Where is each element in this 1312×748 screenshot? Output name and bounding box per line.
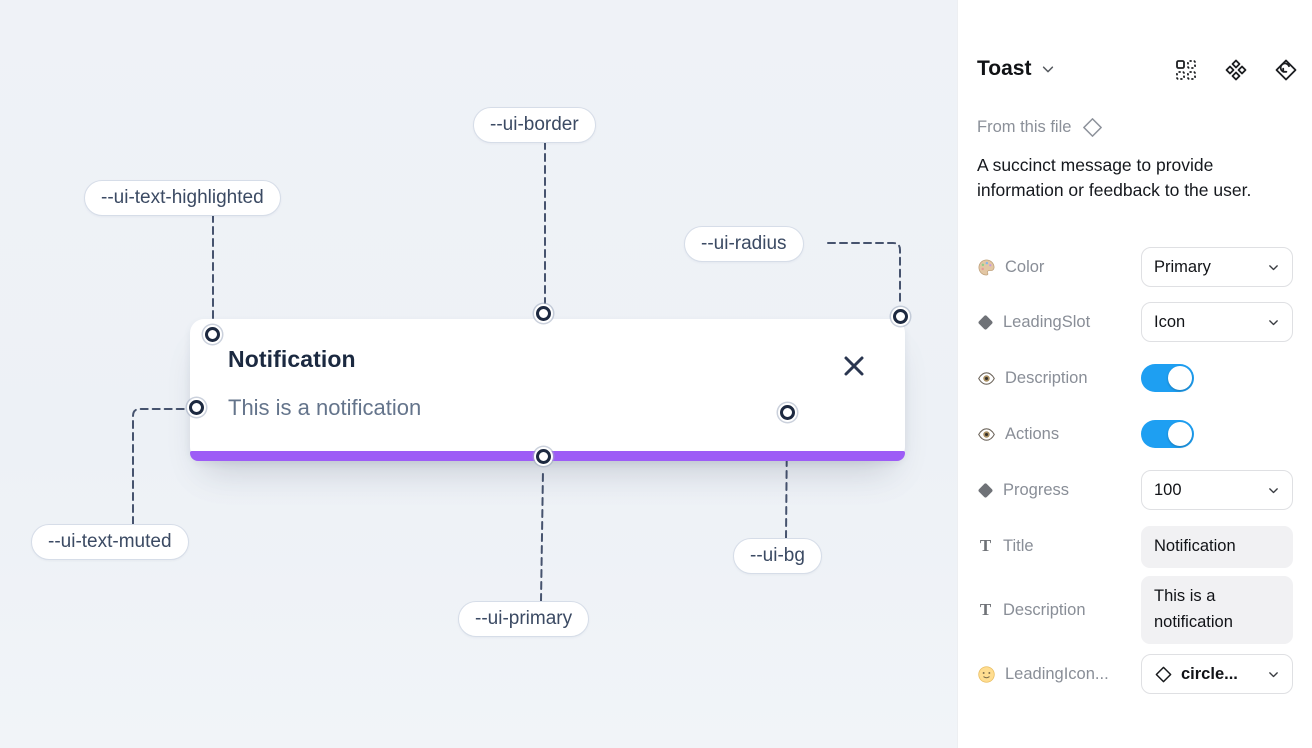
prop-label-progress: Progress — [1003, 480, 1070, 499]
toggle-knob — [1168, 422, 1192, 446]
source-row: From this file — [977, 116, 1104, 139]
prop-label-title: Title — [1003, 536, 1034, 555]
chevron-down-icon — [1043, 66, 1054, 73]
prop-row-leadingicon: LeadingIcon... circle... — [977, 654, 1297, 694]
description-input[interactable]: This is a notification — [1141, 576, 1293, 644]
chevron-down-icon — [1269, 487, 1278, 493]
annotation-ui-text-muted: --ui-text-muted — [31, 524, 189, 560]
description-toggle[interactable] — [1141, 364, 1194, 392]
leadingicon-dropdown[interactable]: circle... — [1141, 654, 1293, 694]
annotation-ui-radius: --ui-radius — [684, 226, 804, 262]
diamond-outline-icon — [1155, 666, 1172, 682]
connector-ui-radius — [827, 242, 901, 306]
port-border — [536, 306, 551, 321]
port-radius — [893, 309, 908, 324]
prop-label-actions: Actions — [1005, 424, 1060, 443]
diamond-icon — [977, 314, 994, 330]
component-description: A succinct message to provide informatio… — [977, 155, 1252, 201]
prop-label-leadingslot: LeadingSlot — [1003, 312, 1091, 331]
toast-title: Notification — [228, 346, 356, 372]
progress-value: 100 — [1154, 480, 1182, 499]
port-primary — [536, 449, 551, 464]
port-text-highlighted — [205, 327, 220, 342]
prop-label-leadingicon: LeadingIcon... — [1005, 664, 1109, 683]
close-icon[interactable] — [841, 353, 867, 379]
source-label: From this file — [977, 118, 1072, 136]
prop-row-description-toggle: Description — [977, 358, 1297, 398]
annotation-ui-text-highlighted: --ui-text-highlighted — [84, 180, 281, 216]
prop-row-actions-toggle: Actions — [977, 414, 1297, 454]
smiley-icon — [978, 665, 995, 683]
leadingslot-dropdown[interactable]: Icon — [1141, 302, 1293, 342]
chevron-down-icon — [1269, 264, 1278, 270]
text-icon: T — [979, 536, 992, 555]
eye-icon — [978, 371, 995, 385]
annotation-ui-primary: --ui-primary — [458, 601, 590, 637]
toggle-knob — [1168, 366, 1192, 390]
components-grid-icon[interactable] — [1174, 58, 1198, 82]
connector-ui-primary — [540, 469, 544, 602]
prop-label-color: Color — [1005, 257, 1045, 276]
chevron-down-icon — [1269, 671, 1278, 677]
toast-preview[interactable]: Notification This is a notification — [190, 319, 905, 461]
text-icon: T — [979, 600, 992, 619]
swap-instance-icon[interactable] — [1274, 58, 1298, 82]
prop-row-leadingslot: LeadingSlot Icon — [977, 302, 1297, 342]
palette-icon — [978, 259, 995, 275]
color-dropdown[interactable]: Primary — [1141, 247, 1293, 287]
eye-icon — [978, 427, 995, 441]
color-value: Primary — [1154, 257, 1211, 276]
toast-description: This is a notification — [228, 395, 422, 420]
diamond-icon — [977, 482, 994, 498]
port-bg — [780, 405, 795, 420]
properties-panel: Toast — [957, 0, 1312, 748]
component-selector[interactable]: Toast — [977, 57, 1055, 81]
variants-icon[interactable] — [1224, 58, 1248, 82]
leadingslot-value: Icon — [1154, 312, 1186, 331]
diamond-outline-icon — [1083, 118, 1103, 137]
connector-ui-text-muted — [132, 408, 186, 525]
annotation-ui-bg: --ui-bg — [733, 538, 822, 574]
port-text-muted — [189, 400, 204, 415]
canvas[interactable]: Notification This is a notification --ui… — [0, 0, 957, 748]
annotation-ui-border: --ui-border — [473, 107, 596, 143]
prop-label-description: Description — [1005, 368, 1088, 387]
leadingicon-value: circle... — [1181, 664, 1238, 683]
prop-row-title: T Title Notification — [977, 526, 1297, 568]
panel-title: Toast — [977, 57, 1032, 80]
prop-row-color: Color Primary — [977, 247, 1297, 287]
chevron-down-icon — [1269, 319, 1278, 325]
prop-row-progress: Progress 100 — [977, 470, 1297, 510]
prop-row-description-text: T Description This is a notification — [977, 576, 1297, 644]
progress-dropdown[interactable]: 100 — [1141, 470, 1293, 510]
title-input[interactable]: Notification — [1141, 526, 1293, 568]
prop-label-description-text: Description — [1003, 600, 1086, 619]
actions-toggle[interactable] — [1141, 420, 1194, 448]
